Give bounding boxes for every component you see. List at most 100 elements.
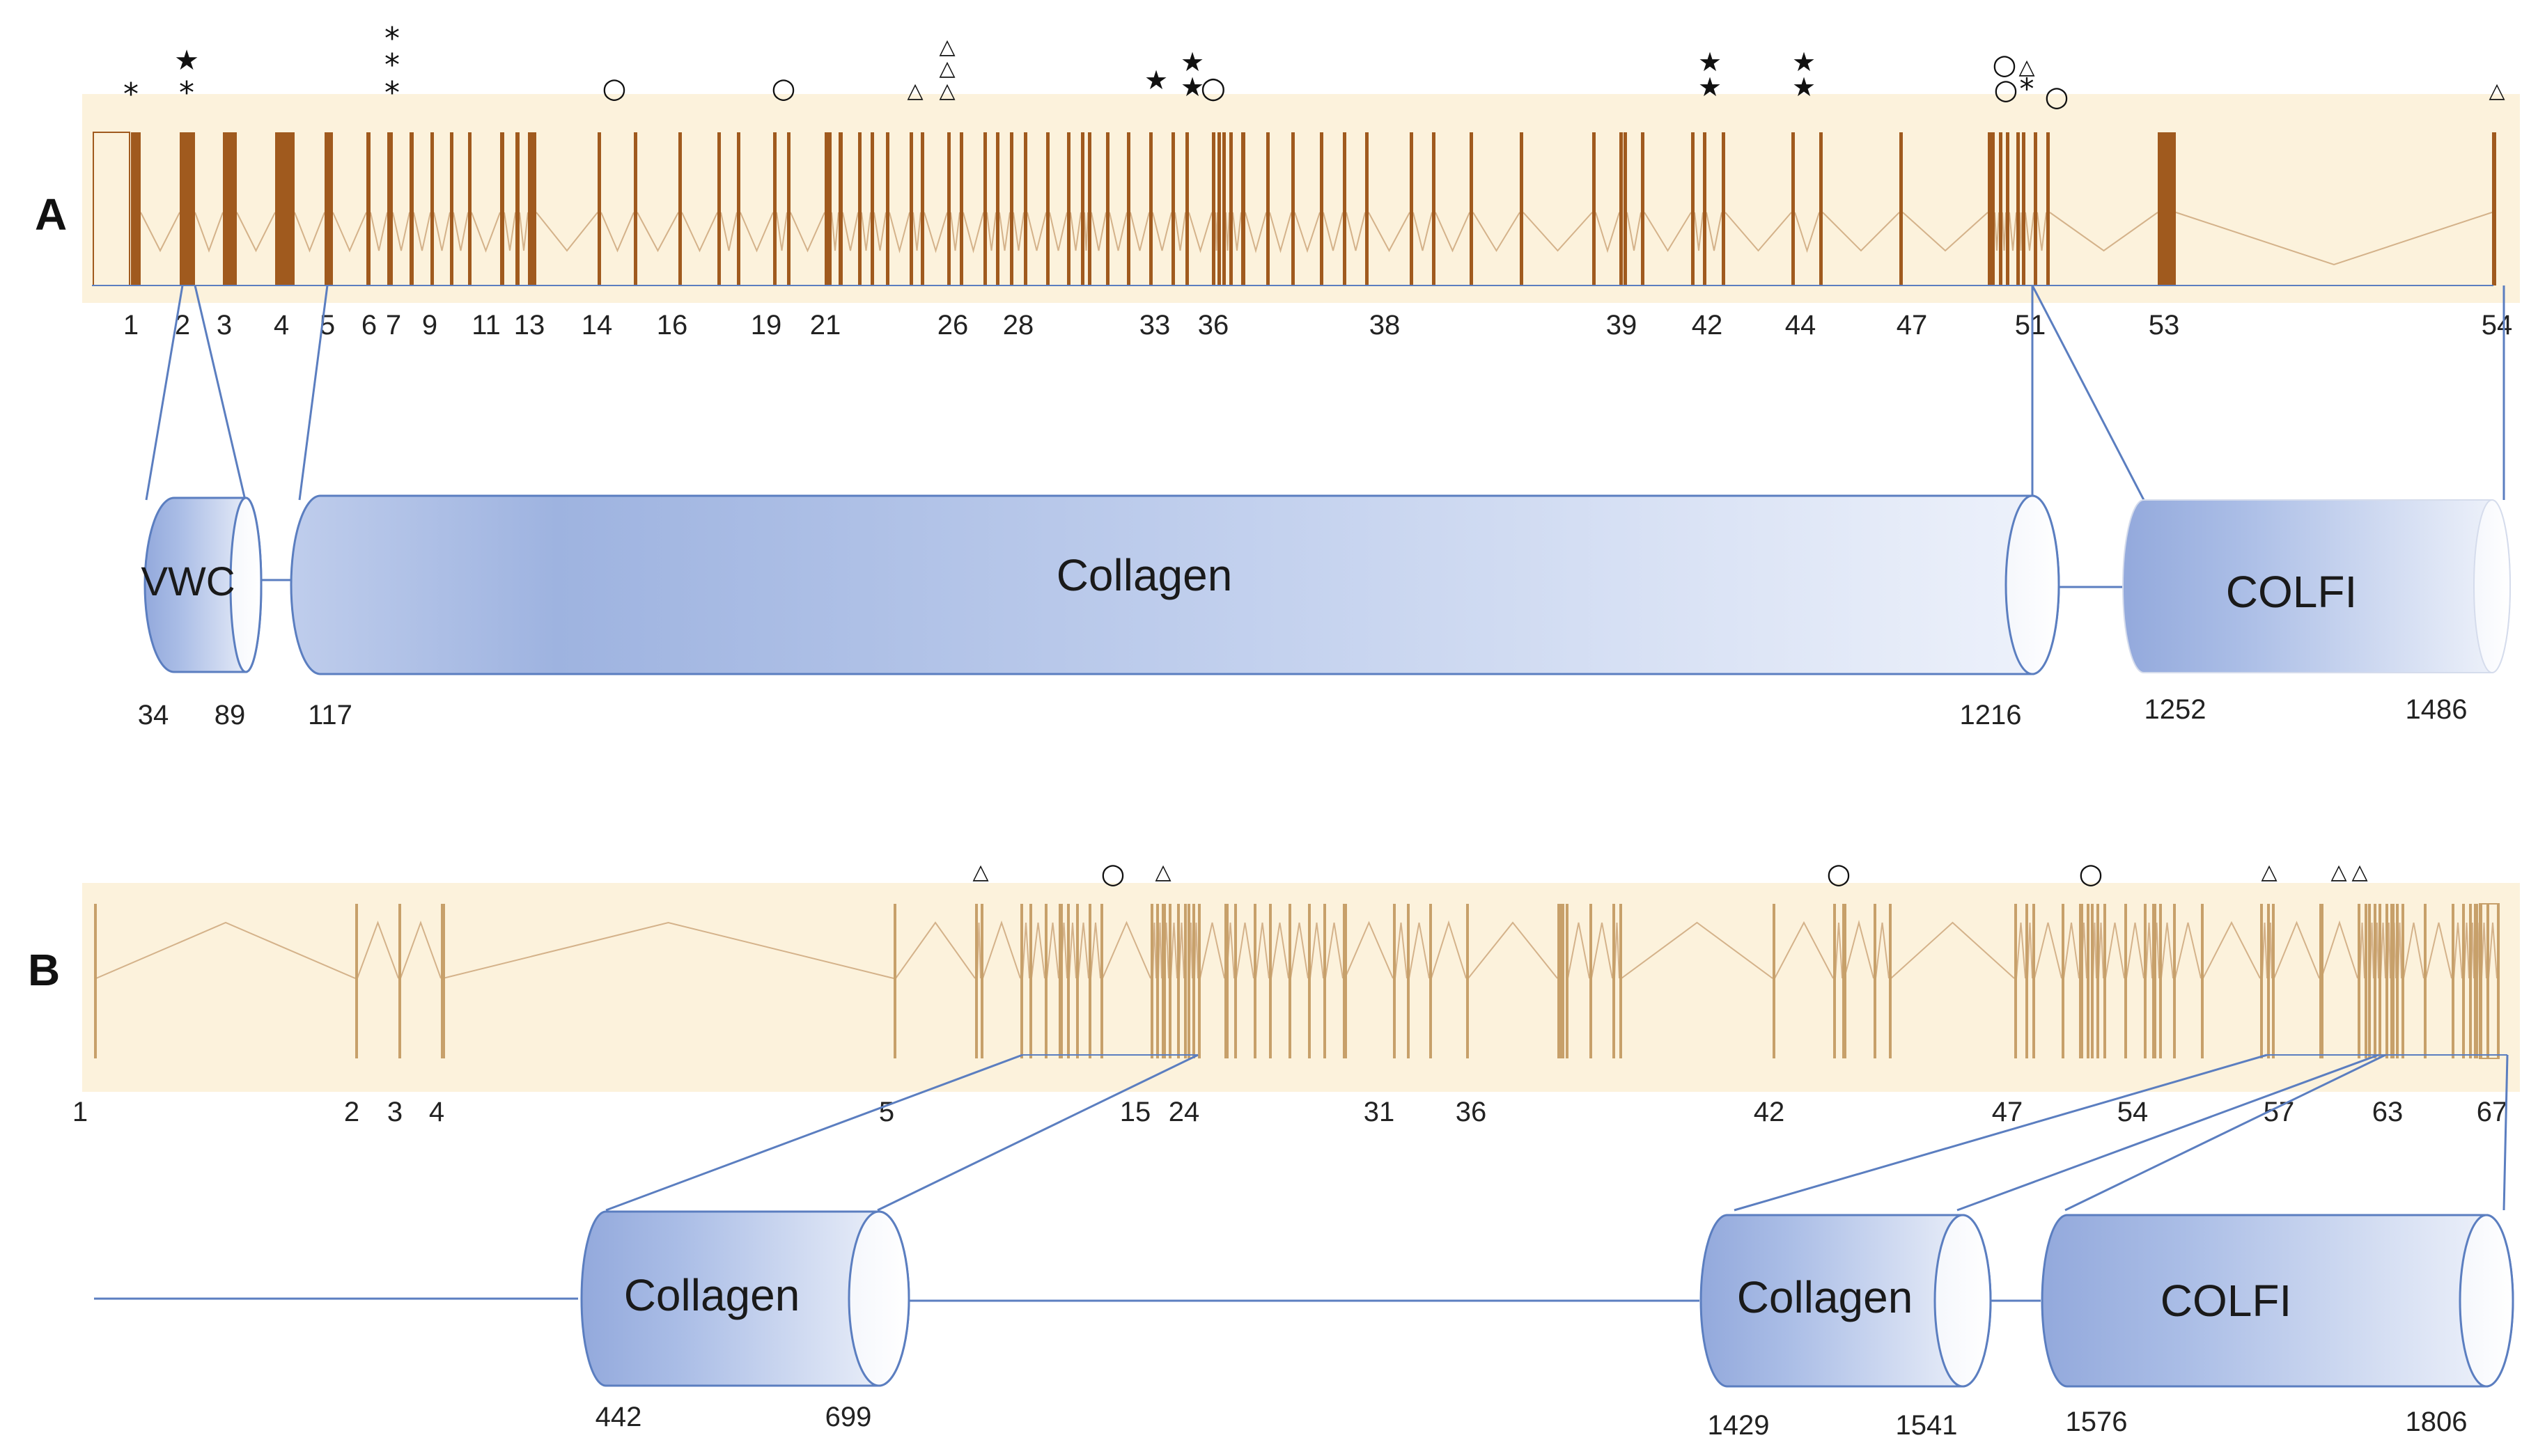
intron — [1130, 212, 1150, 251]
exon-label: 4 — [429, 1097, 444, 1127]
exon — [1217, 132, 1221, 285]
exon — [398, 904, 401, 1058]
exon — [1343, 904, 1347, 1058]
intron — [831, 212, 839, 251]
intron — [861, 212, 871, 251]
exon-label: 13 — [514, 310, 545, 340]
intron — [2273, 921, 2320, 979]
intron — [999, 212, 1011, 251]
intron — [1774, 921, 1834, 979]
exon — [2079, 904, 2083, 1058]
exon — [858, 132, 862, 285]
exon — [1192, 904, 1195, 1058]
exon — [886, 132, 889, 285]
mutation-marker: * — [123, 77, 139, 112]
exon — [894, 904, 896, 1058]
intron — [600, 212, 634, 253]
exon — [634, 132, 637, 285]
exon-label: 6 — [361, 310, 377, 340]
intron — [1031, 922, 1045, 979]
exon — [871, 132, 874, 285]
exon — [325, 132, 333, 285]
exon — [1149, 132, 1153, 285]
intron — [1472, 212, 1520, 252]
exon-label: 9 — [422, 310, 437, 340]
exon-label: 42 — [1692, 310, 1723, 340]
exon — [1081, 132, 1084, 285]
exon — [450, 132, 453, 285]
exon — [1641, 132, 1644, 285]
exon-label: 26 — [937, 310, 969, 340]
exon-label: 16 — [657, 310, 688, 340]
mutation-marker: * — [179, 75, 194, 111]
panel-a-markers: *★****○○△△△△★★★○★★★★○△○*○△ — [123, 21, 2505, 113]
intron — [1269, 212, 1292, 253]
intron — [1890, 921, 2015, 979]
intron — [2380, 922, 2386, 979]
intron — [1644, 212, 1692, 252]
exon — [1842, 904, 1846, 1058]
exon — [2152, 904, 2156, 1058]
exon — [2385, 904, 2388, 1058]
intron — [1431, 920, 1467, 979]
exon — [960, 132, 963, 285]
exon — [1833, 904, 1836, 1058]
intron — [1822, 212, 1900, 252]
mutation-marker: △ — [2351, 860, 2367, 884]
exon — [1046, 132, 1050, 285]
intron — [1170, 922, 1178, 979]
exon — [2087, 904, 2089, 1058]
domain-collagen-b1-start: 442 — [595, 1402, 642, 1432]
intron — [433, 212, 451, 251]
exon — [1185, 132, 1189, 285]
intron — [1621, 921, 1773, 979]
intron — [1245, 212, 1267, 253]
exon — [773, 132, 777, 285]
intron — [1290, 922, 1309, 979]
intron — [2037, 212, 2047, 251]
exon — [1020, 904, 1023, 1058]
intron — [1794, 212, 1820, 253]
domain-collagen-a-start: 117 — [308, 700, 352, 730]
panel-b-label: B — [28, 945, 60, 995]
exon — [1589, 904, 1592, 1058]
exon — [1592, 132, 1596, 285]
exon — [1470, 132, 1473, 285]
intron — [2019, 212, 2023, 251]
exon-label: 36 — [1198, 310, 1229, 340]
mutation-marker: △ — [907, 79, 923, 103]
exon-label: 28 — [1003, 310, 1034, 340]
exon — [1791, 132, 1795, 285]
exon-label: 4 — [274, 310, 289, 340]
exon-label: 63 — [2372, 1097, 2404, 1127]
intron — [519, 212, 529, 251]
exon — [1393, 904, 1396, 1058]
intron — [2145, 922, 2153, 979]
mutation-marker: △ — [972, 860, 988, 884]
exon — [1365, 132, 1369, 285]
exon-label: 47 — [1992, 1097, 2023, 1127]
panel-b-gene-band — [82, 883, 2520, 1092]
intron — [1013, 212, 1025, 251]
intron — [1084, 212, 1089, 251]
intron — [740, 212, 774, 253]
intron — [1614, 922, 1620, 979]
exon — [1127, 132, 1130, 285]
exon — [1269, 904, 1272, 1058]
exon — [180, 132, 195, 285]
intron — [1022, 922, 1030, 979]
exon — [2368, 904, 2371, 1058]
exon — [921, 132, 924, 285]
intron — [2161, 922, 2174, 979]
exon — [2365, 904, 2367, 1058]
exon-outline — [2479, 903, 2500, 1059]
exon — [678, 132, 682, 285]
exon — [441, 904, 445, 1058]
intron — [2009, 212, 2017, 251]
exon — [1703, 132, 1706, 285]
exon — [2159, 904, 2162, 1058]
intron — [1902, 212, 1988, 252]
exon — [1566, 904, 1568, 1058]
exon — [1059, 904, 1063, 1058]
exon — [2260, 904, 2263, 1058]
